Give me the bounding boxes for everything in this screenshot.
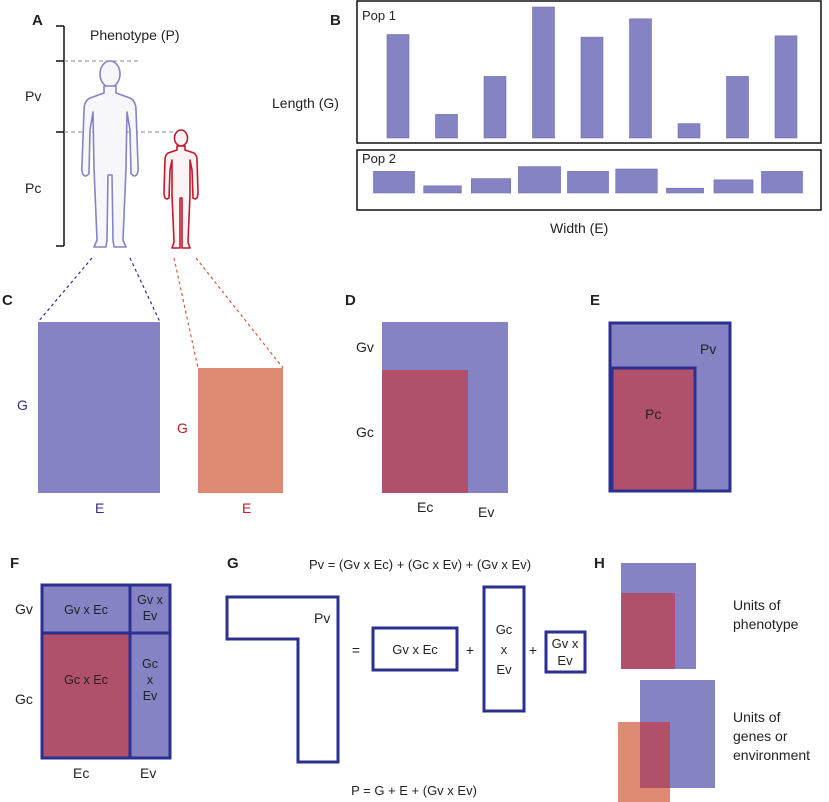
gc-ev-box [482,585,526,713]
units2-line1: Units of [733,709,781,725]
gc-ec-cell [40,631,132,760]
panel-h: H Units of phenotype Units of genes or e… [594,555,810,802]
gc-ev-box-text-1: Gc [496,622,513,637]
plus-sign-2: + [529,642,537,658]
units2-line3: environment [733,747,810,763]
panel-b: B Pop 1 Pop 2 Length (G) Width (E) [272,0,822,236]
g-label-blue: G [17,397,28,413]
gc-ev-text-1: Gc [142,657,158,671]
short-person-icon [163,129,199,249]
panel-label-f: F [10,555,19,572]
panel-d: D Gv Gc Ec Ev [345,292,508,520]
panel-c: C G E G E [2,257,284,516]
projection-line [195,257,284,369]
p-equation: P = G + E + (Gv x Ev) [351,783,477,798]
e-label-red: E [242,500,251,516]
gc-ec-text: Gc x Ec [64,673,108,687]
gv-ec-box [371,626,459,672]
equals-sign: = [352,642,360,658]
panel-a: A Phenotype (P) Pv Pc [25,12,199,249]
blue-phenotype-rect [38,322,160,493]
panel-label-e: E [590,292,600,309]
pv-equation: Pv = (Gv x Ec) + (Gc x Ev) + (Gv x Ev) [309,557,531,572]
ev-label: Ev [140,765,156,781]
g-label-red: G [177,420,188,436]
pop2-bar-3 [471,178,511,194]
pv-label: Pv [314,610,330,626]
ec-label: Ec [73,765,89,781]
pop1-bar-6 [629,18,652,139]
e-label-blue: E [95,500,104,516]
units1-line2: phenotype [733,616,799,632]
units2-line2: genes or [733,728,788,744]
gv-ev-box-text-2: Ev [557,653,573,668]
pop1-bars [386,6,798,139]
gv-ev-box-text-1: Gv x [552,636,579,651]
panel-label-c: C [2,292,13,309]
pop2-bars [373,166,803,194]
pop1-bar-7 [677,123,701,139]
ec-label: Ec [417,499,433,515]
pop2-bar-2 [423,185,462,194]
panel-e: E Pv Pc [590,292,732,493]
pv-label: Pv [25,88,41,104]
panel-label-d: D [345,292,356,309]
ev-label: Ev [478,504,494,520]
pop2-bar-4 [518,166,561,194]
plus-sign-1: + [466,642,474,658]
units1-line1: Units of [733,597,781,613]
gv-ev-box [544,630,587,674]
panel-label-a: A [32,12,43,29]
pop2-bar-7 [666,187,704,194]
pop1-bar-8 [726,76,749,139]
panel-label-g: G [227,555,239,572]
projection-line [129,257,161,323]
pop1-label: Pop 1 [362,8,396,23]
pop1-bar-3 [483,76,507,139]
pop2-label: Pop 2 [362,151,396,166]
gv-ev-text-1: Gv x [137,593,163,607]
pop2-bar-9 [761,171,803,194]
pop2-bar-5 [567,171,609,194]
panel-g: G Pv = (Gv x Ec) + (Gc x Ev) + (Gv x Ev)… [225,555,587,798]
pc-region [610,366,697,493]
gc-label: Gc [356,424,374,440]
genes-unit-overlap [640,722,670,788]
red-phenotype-rect [198,368,283,493]
gc-ev-box-text-2: x [501,642,508,657]
panel-label-h: H [594,555,605,572]
gc-label: Gc [15,691,33,707]
gc-ev-text-2: x [147,673,154,687]
pop2-bar-8 [713,179,754,194]
projection-line [37,257,93,323]
tall-person-icon [81,60,139,248]
red-overlap-area [382,370,468,493]
projection-line [173,257,199,369]
gc-ev-box-text-3: Ev [496,662,512,677]
gv-ec-box-text: Gv x Ec [392,642,438,657]
pv-shape [225,595,340,764]
width-axis-label: Width (E) [550,220,608,236]
pop1-bar-9 [774,35,798,139]
pop2-bar-1 [373,171,415,194]
gv-ev-text-2: Ev [143,609,158,623]
gv-label: Gv [15,601,33,617]
gv-label: Gv [356,339,374,355]
pop1-bar-4 [532,6,555,139]
pc-label: Pc [645,406,661,422]
pop1-bar-2 [435,114,458,139]
pop1-bar-5 [580,36,604,139]
pop2-bar-6 [615,168,658,194]
panel-f: F Gv x Ec Gv x Ev Gc x Ec Gc x Ev Gv Gc … [10,555,172,781]
phenotype-label: Phenotype (P) [90,27,180,43]
phenotype-unit-red [621,593,675,669]
length-axis-label: Length (G) [272,95,339,111]
pop1-bar-1 [386,34,410,139]
pc-label: Pc [25,180,41,196]
gv-ec-text: Gv x Ec [64,603,108,617]
pv-label: Pv [700,341,716,357]
panel-label-b: B [330,12,341,29]
gc-ev-text-3: Ev [143,689,158,703]
